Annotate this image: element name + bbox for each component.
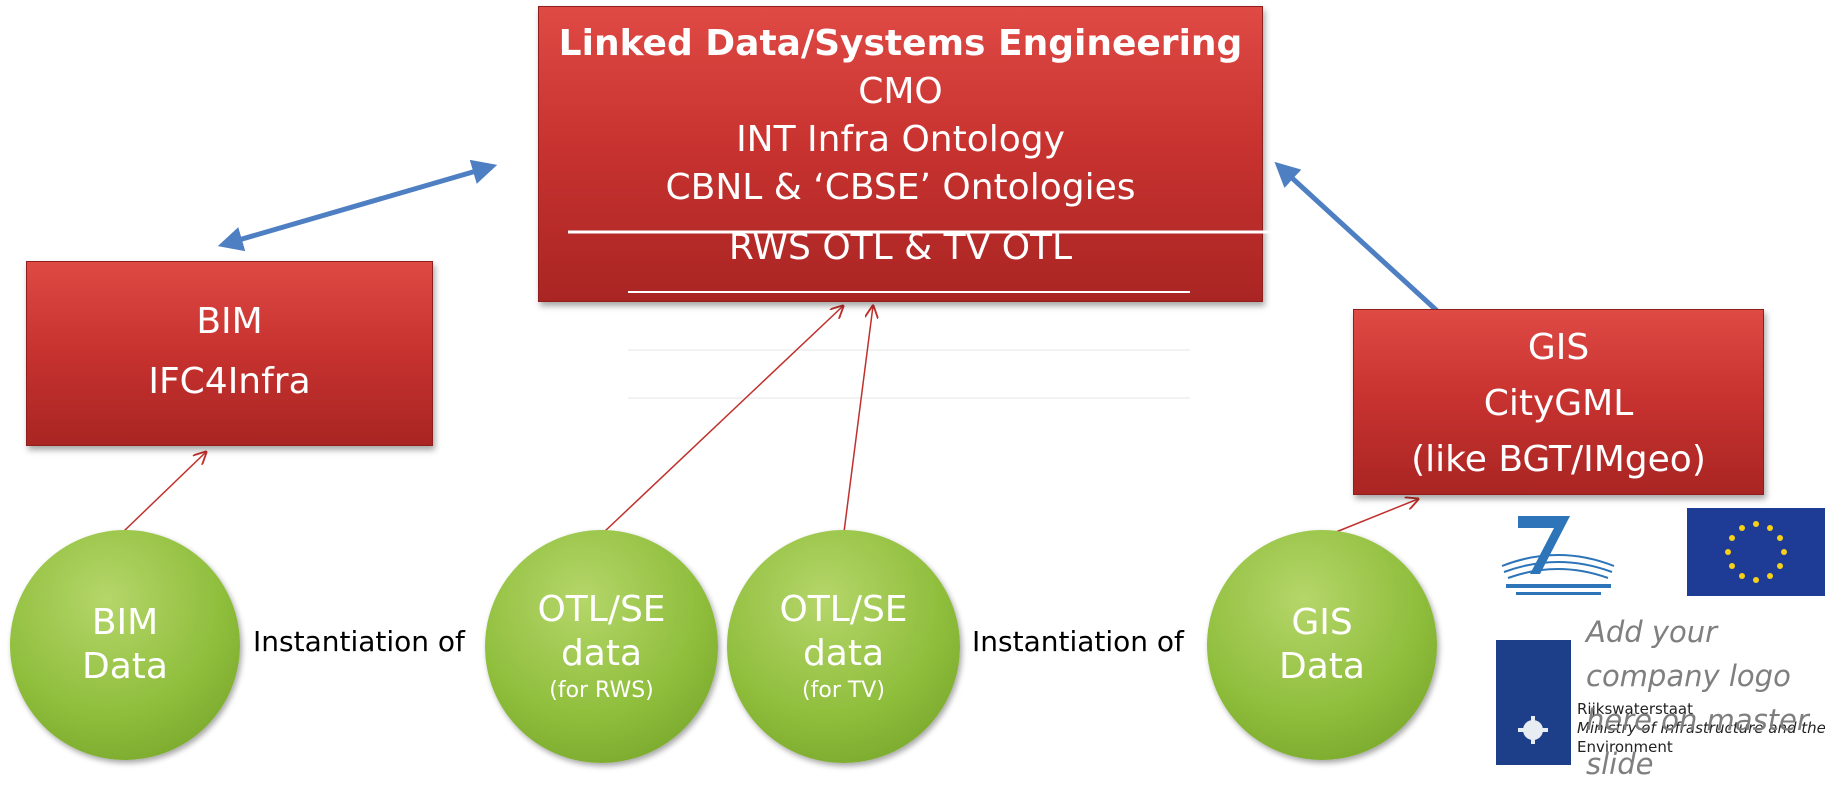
otl-rws-data-circle: OTL/SE data (for RWS) <box>485 530 718 763</box>
cbnl-cbse-ontologies-label: CBNL & ‘CBSE’ Ontologies <box>665 167 1136 208</box>
otl-tv-line2: data <box>802 632 885 674</box>
rijks-name: Rijkswaterstaat <box>1577 700 1693 718</box>
citygml-label: CityGML <box>1483 383 1634 424</box>
add-logo-placeholder: Add your company logo here on master sli… <box>1586 615 1809 781</box>
bim-box-title: BIM <box>196 301 263 342</box>
rijkswaterstaat-text: Rijkswaterstaat Ministry of Infrastructu… <box>1577 700 1825 757</box>
rijkswaterstaat-logo-icon <box>1496 640 1571 765</box>
rijks-ministry: Ministry of Infrastructure and the <box>1577 719 1825 737</box>
arrow-tv-data-to-top <box>843 306 873 533</box>
int-infra-ontology-label: INT Infra Ontology <box>736 119 1065 160</box>
bgt-imgeo-label: (like BGT/IMgeo) <box>1411 439 1706 480</box>
instantiation-label-right: Instantiation of <box>972 625 1184 658</box>
otl-rws-line3: (for RWS) <box>549 677 654 703</box>
bim-data-line2: Data <box>82 646 168 687</box>
otl-tv-data-circle: OTL/SE data (for TV) <box>727 530 960 763</box>
double-arrow-top-bim <box>217 159 498 252</box>
otl-rws-line2: data <box>560 632 643 674</box>
instantiation-label-left: Instantiation of <box>253 625 465 658</box>
bim-data-circle: BIM Data <box>10 530 240 760</box>
rws-tv-otl-label: RWS OTL & TV OTL <box>728 227 1073 268</box>
bim-box: BIM IFC4Infra <box>26 261 433 446</box>
rijks-environment: Environment <box>1577 738 1673 756</box>
gis-data-circle: GIS Data <box>1207 530 1437 760</box>
fp7-logo-icon <box>1501 516 1615 595</box>
linked-data-title: Linked Data/Systems Engineering <box>558 23 1243 64</box>
gis-box-title: GIS <box>1527 327 1590 368</box>
otl-tv-line3: (for TV) <box>802 677 885 703</box>
double-arrow-top-gis <box>1274 161 1464 336</box>
eu-flag-icon <box>1687 508 1825 596</box>
arrow-gis-data-to-gis <box>1335 499 1418 533</box>
arrow-bim-data-to-bim <box>122 452 206 533</box>
linked-data-box: Linked Data/Systems Engineering CMO INT … <box>538 6 1263 302</box>
gis-data-line2: Data <box>1279 646 1365 687</box>
bim-data-line1: BIM <box>91 602 159 643</box>
rijks-crest-icon <box>1518 716 1548 744</box>
gis-box: GIS CityGML (like BGT/IMgeo) <box>1353 309 1764 495</box>
gis-data-line1: GIS <box>1291 602 1353 643</box>
ifc4infra-label: IFC4Infra <box>148 361 311 402</box>
cmo-label: CMO <box>858 71 943 112</box>
arrow-rws-data-to-top <box>603 306 843 533</box>
otl-rws-line1: OTL/SE <box>537 588 666 630</box>
otl-tv-line1: OTL/SE <box>779 588 908 630</box>
eu-stars <box>1725 521 1787 583</box>
